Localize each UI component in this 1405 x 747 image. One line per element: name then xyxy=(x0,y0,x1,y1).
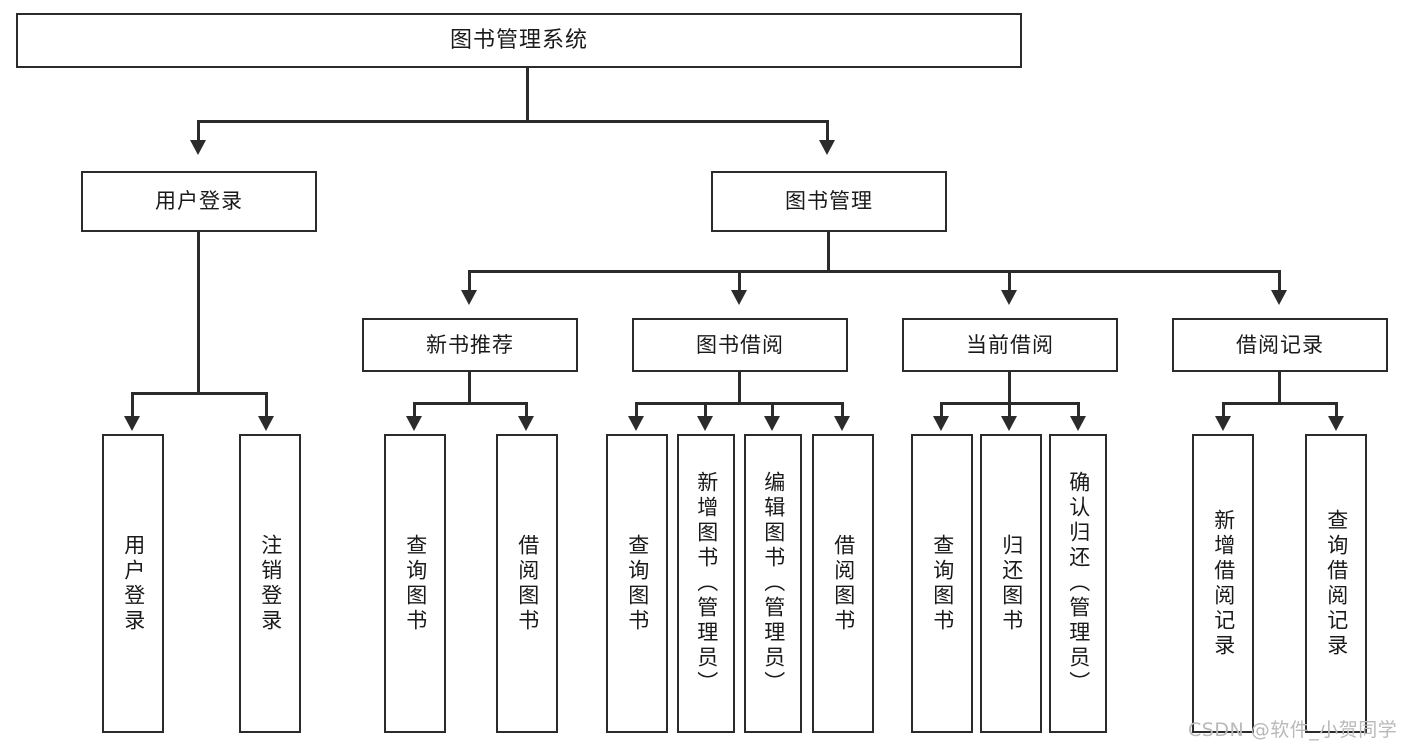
arrow-book-manage-to-current-borrow xyxy=(1001,290,1017,305)
node-label: 新增图书（管理员） xyxy=(694,471,719,696)
node-current-borrow[interactable]: 当前借阅 xyxy=(902,318,1118,372)
connector-book-manage-bus xyxy=(468,270,1280,273)
connector-book-borrow-to-leaf-0 xyxy=(635,402,638,418)
arrow-book-manage-to-borrow-record xyxy=(1271,290,1287,305)
leaf-borrow-record-query-record[interactable]: 查询借阅记录 xyxy=(1305,434,1367,733)
leaf-book-borrow-query-book[interactable]: 查询图书 xyxy=(606,434,668,733)
connector-borrow-record-to-leaf-1 xyxy=(1335,402,1338,418)
leaf-current-borrow-return-book[interactable]: 归还图书 xyxy=(980,434,1042,733)
node-borrow-record[interactable]: 借阅记录 xyxy=(1172,318,1388,372)
node-root-library-system[interactable]: 图书管理系统 xyxy=(16,13,1022,68)
leaf-user-login-logout[interactable]: 注销登录 xyxy=(239,434,301,733)
connector-user-login-stem xyxy=(197,232,200,392)
node-label: 查询借阅记录 xyxy=(1324,508,1349,659)
arrow-book-borrow-to-leaf-1 xyxy=(697,416,713,431)
node-user-login[interactable]: 用户登录 xyxy=(81,171,317,232)
connector-book-manage-to-current-borrow xyxy=(1008,270,1011,292)
leaf-new-book-query-book[interactable]: 查询图书 xyxy=(384,434,446,733)
leaf-new-book-borrow-book[interactable]: 借阅图书 xyxy=(496,434,558,733)
node-label: 确认归还（管理员） xyxy=(1066,471,1091,696)
arrow-book-borrow-to-leaf-0 xyxy=(628,416,644,431)
arrow-borrow-record-to-leaf-0 xyxy=(1215,416,1231,431)
node-label: 归还图书 xyxy=(999,533,1024,634)
leaf-book-borrow-borrow-book[interactable]: 借阅图书 xyxy=(812,434,874,733)
leaf-borrow-record-add-record[interactable]: 新增借阅记录 xyxy=(1192,434,1254,733)
node-label: 用户登录 xyxy=(121,533,146,634)
arrow-book-borrow-to-leaf-2 xyxy=(764,416,780,431)
connector-root-stem xyxy=(526,68,529,120)
arrow-current-borrow-to-leaf-2 xyxy=(1070,416,1086,431)
node-label: 用户登录 xyxy=(155,189,243,213)
connector-book-borrow-to-leaf-1 xyxy=(704,402,707,418)
node-label: 新增借阅记录 xyxy=(1211,508,1236,659)
connector-root-to-book-manage xyxy=(826,120,829,140)
connector-new-book-stem xyxy=(468,372,471,402)
node-label: 当前借阅 xyxy=(966,332,1054,357)
arrow-current-borrow-to-leaf-0 xyxy=(933,416,949,431)
connector-current-borrow-stem xyxy=(1008,372,1011,402)
connector-new-book-to-leaf-0 xyxy=(413,402,416,418)
leaf-current-borrow-confirm-return-admin[interactable]: 确认归还（管理员） xyxy=(1049,434,1107,733)
node-label: 查询图书 xyxy=(625,533,650,634)
connector-book-borrow-to-leaf-2 xyxy=(771,402,774,418)
connector-book-manage-to-book-borrow xyxy=(738,270,741,292)
leaf-book-borrow-edit-book-admin[interactable]: 编辑图书（管理员） xyxy=(744,434,802,733)
connector-borrow-record-to-leaf-0 xyxy=(1222,402,1225,418)
arrow-new-book-to-leaf-1 xyxy=(518,416,534,431)
connector-current-borrow-to-leaf-0 xyxy=(940,402,943,418)
connector-root-to-user-login xyxy=(197,120,200,140)
connector-current-borrow-to-leaf-1 xyxy=(1008,402,1011,418)
leaf-user-login-login[interactable]: 用户登录 xyxy=(102,434,164,733)
connector-book-borrow-stem xyxy=(738,372,741,402)
connector-user-login-bus xyxy=(131,392,268,395)
leaf-current-borrow-query-book[interactable]: 查询图书 xyxy=(911,434,973,733)
csdn-watermark: CSDN @软件_小贺同学 xyxy=(1188,719,1398,741)
node-label: 注销登录 xyxy=(258,533,283,634)
node-label: 借阅记录 xyxy=(1236,332,1324,357)
connector-book-borrow-bus xyxy=(635,402,844,405)
arrow-book-manage-to-new-book xyxy=(461,290,477,305)
leaf-book-borrow-add-book-admin[interactable]: 新增图书（管理员） xyxy=(677,434,735,733)
connector-user-login-to-leaf-0 xyxy=(131,392,134,418)
connector-borrow-record-bus xyxy=(1222,402,1338,405)
arrow-root-to-book-manage xyxy=(819,140,835,155)
node-label: 图书借阅 xyxy=(696,332,784,357)
arrow-user-login-to-leaf-1 xyxy=(258,416,274,431)
connector-root-bus xyxy=(197,120,829,123)
node-label: 图书管理 xyxy=(785,189,873,213)
node-label: 新书推荐 xyxy=(426,332,514,357)
arrow-book-manage-to-book-borrow xyxy=(731,290,747,305)
node-label: 查询图书 xyxy=(403,533,428,634)
node-new-book-recommend[interactable]: 新书推荐 xyxy=(362,318,578,372)
node-label: 借阅图书 xyxy=(515,533,540,634)
connector-book-manage-to-borrow-record xyxy=(1278,270,1281,292)
node-label: 编辑图书（管理员） xyxy=(761,471,786,696)
arrow-current-borrow-to-leaf-1 xyxy=(1001,416,1017,431)
connector-book-borrow-to-leaf-3 xyxy=(841,402,844,418)
arrow-root-to-user-login xyxy=(190,140,206,155)
node-book-borrow[interactable]: 图书借阅 xyxy=(632,318,848,372)
connector-user-login-to-leaf-1 xyxy=(265,392,268,418)
connector-borrow-record-stem xyxy=(1278,372,1281,402)
node-label: 图书管理系统 xyxy=(449,27,588,53)
node-label: 借阅图书 xyxy=(831,533,856,634)
connector-new-book-to-leaf-1 xyxy=(525,402,528,418)
arrow-borrow-record-to-leaf-1 xyxy=(1328,416,1344,431)
arrow-new-book-to-leaf-0 xyxy=(406,416,422,431)
arrow-user-login-to-leaf-0 xyxy=(124,416,140,431)
arrow-book-borrow-to-leaf-3 xyxy=(834,416,850,431)
connector-current-borrow-to-leaf-2 xyxy=(1077,402,1080,418)
node-book-management[interactable]: 图书管理 xyxy=(711,171,947,232)
node-label: 查询图书 xyxy=(930,533,955,634)
connector-book-manage-to-new-book xyxy=(468,270,471,292)
connector-book-manage-stem xyxy=(827,232,830,270)
connector-new-book-bus xyxy=(413,402,528,405)
